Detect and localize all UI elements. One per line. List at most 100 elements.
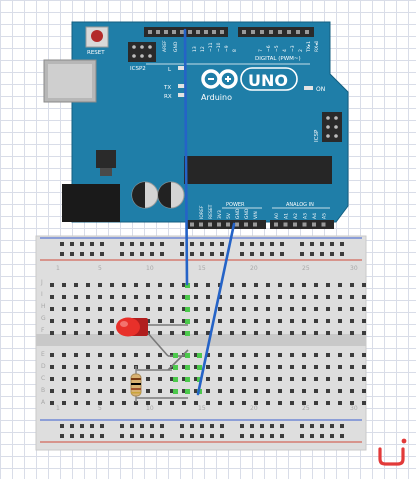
header-pin[interactable] <box>196 30 200 34</box>
header-pin[interactable] <box>208 222 212 227</box>
header-pin[interactable] <box>269 30 273 34</box>
breadboard-hole <box>290 401 294 405</box>
header-pin[interactable] <box>199 222 203 227</box>
rail-hole <box>80 434 84 438</box>
rail-hole <box>160 424 164 428</box>
breadboard-hole <box>302 401 306 405</box>
header-pin[interactable] <box>226 222 230 227</box>
breadboard-hole <box>182 295 186 299</box>
rail-hole <box>90 424 94 428</box>
icsp2-header <box>128 42 156 62</box>
breadboard-hole <box>134 283 138 287</box>
power-pin-label: IOREF <box>199 205 205 219</box>
breadboard-hole <box>134 353 138 357</box>
breadboard-hole <box>158 307 162 311</box>
header-pin[interactable] <box>296 30 300 34</box>
header-pin[interactable] <box>212 30 216 34</box>
breadboard-hole <box>218 377 222 381</box>
breadboard-hole <box>182 389 186 393</box>
header-pin[interactable] <box>148 30 152 34</box>
breadboard-hole <box>290 353 294 357</box>
header-pin[interactable] <box>188 30 192 34</box>
header-pin[interactable] <box>287 30 291 34</box>
breadboard-hole <box>146 389 150 393</box>
header-pin[interactable] <box>217 222 221 227</box>
breadboard-hole <box>266 307 270 311</box>
header-pin[interactable] <box>190 222 194 227</box>
header-pin[interactable] <box>260 30 264 34</box>
analog-header <box>270 220 334 229</box>
rail-hole <box>320 434 324 438</box>
breadboard-hole <box>110 353 114 357</box>
digital-pin-label: ~6 <box>266 45 272 52</box>
column-number: 5 <box>98 265 102 272</box>
header-pin[interactable] <box>283 222 288 227</box>
header-pin[interactable] <box>244 222 248 227</box>
breadboard-hole <box>158 295 162 299</box>
header-pin[interactable] <box>278 30 282 34</box>
header-pin[interactable] <box>164 30 168 34</box>
reset-button-cap[interactable] <box>91 30 103 42</box>
header-pin[interactable] <box>293 222 297 227</box>
header-pin[interactable] <box>235 222 239 227</box>
breadboard-hole <box>74 401 78 405</box>
breadboard-hole <box>86 353 90 357</box>
breadboard-hole <box>362 365 366 369</box>
breadboard-hole <box>98 331 102 335</box>
rail-hole <box>300 252 304 256</box>
header-pin[interactable] <box>312 222 316 227</box>
breadboard-hole <box>98 319 102 323</box>
breadboard-hole <box>254 389 258 393</box>
breadboard-hole <box>314 365 318 369</box>
header-pin[interactable] <box>302 222 307 227</box>
breadboard-hole <box>206 331 210 335</box>
breadboard-hole <box>278 401 282 405</box>
voltage-regulator-tab <box>100 168 112 176</box>
breadboard-hole <box>338 331 342 335</box>
breadboard-hole <box>74 389 78 393</box>
header-pin[interactable] <box>180 30 184 34</box>
analog-in-label: ANALOG IN <box>286 202 314 208</box>
rx-led <box>178 93 186 97</box>
breadboard-hole <box>134 295 138 299</box>
led-cathode-lead <box>145 330 169 357</box>
breadboard-hole <box>242 377 246 381</box>
breadboard-hole <box>350 377 354 381</box>
header-pin[interactable] <box>220 30 224 34</box>
rx-led-label: RX <box>164 94 172 100</box>
digital-pin-label: 13 <box>192 46 198 52</box>
breadboard-hole <box>74 353 78 357</box>
breadboard-hole <box>218 319 222 323</box>
breadboard-hole <box>230 401 234 405</box>
breadboard-hole <box>86 365 90 369</box>
rail-hole <box>330 252 334 256</box>
header-pin[interactable] <box>253 222 257 227</box>
breadboard-hole <box>74 365 78 369</box>
breadboard-hole <box>122 401 126 405</box>
rail-hole <box>270 252 274 256</box>
header-pin[interactable] <box>274 222 278 227</box>
breadboard-hole <box>242 365 246 369</box>
header-pin[interactable] <box>156 30 160 34</box>
breadboard-hole <box>338 319 342 323</box>
breadboard-hole <box>338 283 342 287</box>
rail-hole <box>310 434 314 438</box>
header-pin[interactable] <box>172 30 176 34</box>
header-pin[interactable] <box>251 30 255 34</box>
breadboard-hole <box>266 295 270 299</box>
header-pin[interactable] <box>305 30 309 34</box>
header-pin[interactable] <box>242 30 246 34</box>
row-letter: C <box>41 375 45 382</box>
rail-hole <box>150 252 154 256</box>
rail-hole <box>220 434 224 438</box>
rail-hole <box>250 434 254 438</box>
rail-hole <box>280 252 284 256</box>
breadboard-hole <box>86 389 90 393</box>
breadboard-hole <box>98 295 102 299</box>
breadboard-hole <box>62 295 66 299</box>
header-pin[interactable] <box>204 30 208 34</box>
breadboard-hole <box>350 353 354 357</box>
rail-hole <box>300 434 304 438</box>
header-pin[interactable] <box>321 222 326 227</box>
